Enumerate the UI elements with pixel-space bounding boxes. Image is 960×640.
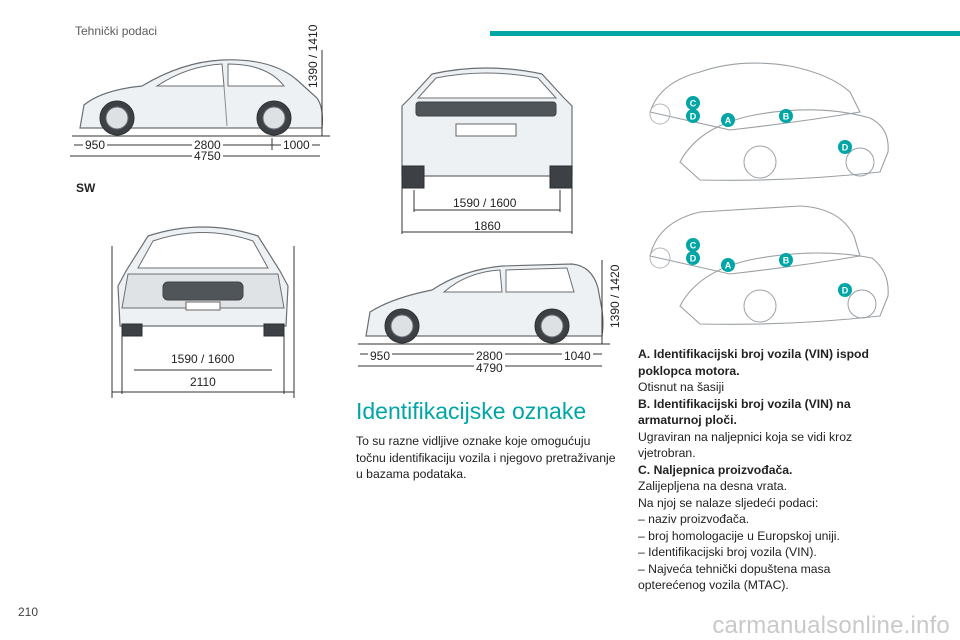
identifier-c-item2: – broj homologacije u Europskoj uniji. xyxy=(638,528,840,543)
rear-width: 1860 xyxy=(474,219,501,233)
section-title: Identifikacijske oznake xyxy=(356,398,587,424)
svg-text:C: C xyxy=(690,99,697,109)
svg-text:A: A xyxy=(725,261,732,271)
section-body: To su razne vidljive oznake koje omoguću… xyxy=(356,434,616,481)
sw-length: 4790 xyxy=(474,361,505,375)
identifier-b-title: B. Identifikacijski broj vozila (VIN) na… xyxy=(638,396,851,428)
sw-height: 1390 / 1420 xyxy=(608,264,622,328)
sw-label: SW xyxy=(76,181,96,195)
marker-d-bottom-right: D xyxy=(838,283,852,297)
marker-d-bottom: D xyxy=(686,251,700,265)
identifier-c-text2: Na njoj se nalaze sljedeći podaci: xyxy=(638,495,819,510)
watermark: carmanualsonline.info xyxy=(712,612,950,639)
identifier-c-item1: – naziv proizvođača. xyxy=(638,512,750,526)
fastback-height: 1390 / 1410 xyxy=(306,24,320,88)
identifier-c-text1: Zalijepljena na desna vrata. xyxy=(638,479,788,493)
page-header-title: Tehnički podaci xyxy=(75,24,158,38)
marker-d-top-right: D xyxy=(838,140,852,154)
rear-view-diagram xyxy=(401,67,573,234)
identifier-c-title: C. Naljepnica proizvođača. xyxy=(638,462,793,477)
fastback-length: 4750 xyxy=(192,149,223,163)
sw-front-track: 1590 / 1600 xyxy=(171,352,235,366)
sw-wheelbase: 2800 xyxy=(474,349,505,363)
identifier-a-text: Otisnut na šasiji xyxy=(638,380,725,394)
svg-text:B: B xyxy=(783,256,790,266)
svg-text:D: D xyxy=(690,254,697,264)
marker-b-top: B xyxy=(779,109,793,123)
fastback-wheelbase: 2800 xyxy=(192,138,223,152)
sw-id-illustration xyxy=(649,205,889,325)
identifier-c-item4: – Najveća tehnički dopuštena masa optere… xyxy=(638,561,831,593)
marker-c-top: C xyxy=(686,96,700,110)
marker-d-top: D xyxy=(686,109,700,123)
svg-text:C: C xyxy=(690,241,697,251)
svg-text:D: D xyxy=(842,286,849,296)
svg-text:D: D xyxy=(690,112,697,122)
page-number: 210 xyxy=(18,605,39,619)
svg-text:B: B xyxy=(783,112,790,122)
fastback-side-diagram xyxy=(70,50,330,157)
identifier-b-text: Ugraviran na naljepnici koja se vidi kro… xyxy=(638,429,853,461)
marker-a-bottom: A xyxy=(721,258,735,272)
identifier-c-item3: – Identifikacijski broj vozila (VIN). xyxy=(638,545,817,559)
svg-text:D: D xyxy=(842,143,849,153)
svg-text:A: A xyxy=(725,116,732,126)
marker-b-bottom: B xyxy=(779,253,793,267)
sw-rear-overhang: 1040 xyxy=(562,349,593,363)
header-accent-bar xyxy=(490,31,960,36)
sw-side-diagram xyxy=(358,260,610,367)
sw-front-diagram xyxy=(111,226,295,398)
marker-a-top: A xyxy=(721,113,735,127)
sw-front-width: 2110 xyxy=(190,375,216,389)
identifier-a-title: A. Identifikacijski broj vozila (VIN) is… xyxy=(638,347,869,378)
fastback-id-illustration xyxy=(649,62,889,181)
identifier-list: A. Identifikacijski broj vozila (VIN) is… xyxy=(638,346,878,594)
rear-track: 1590 / 1600 xyxy=(453,196,517,210)
fastback-front-overhang: 950 xyxy=(83,138,108,152)
sw-front-overhang: 950 xyxy=(368,349,393,363)
marker-c-bottom: C xyxy=(686,238,700,252)
fastback-rear-overhang: 1000 xyxy=(281,138,312,152)
